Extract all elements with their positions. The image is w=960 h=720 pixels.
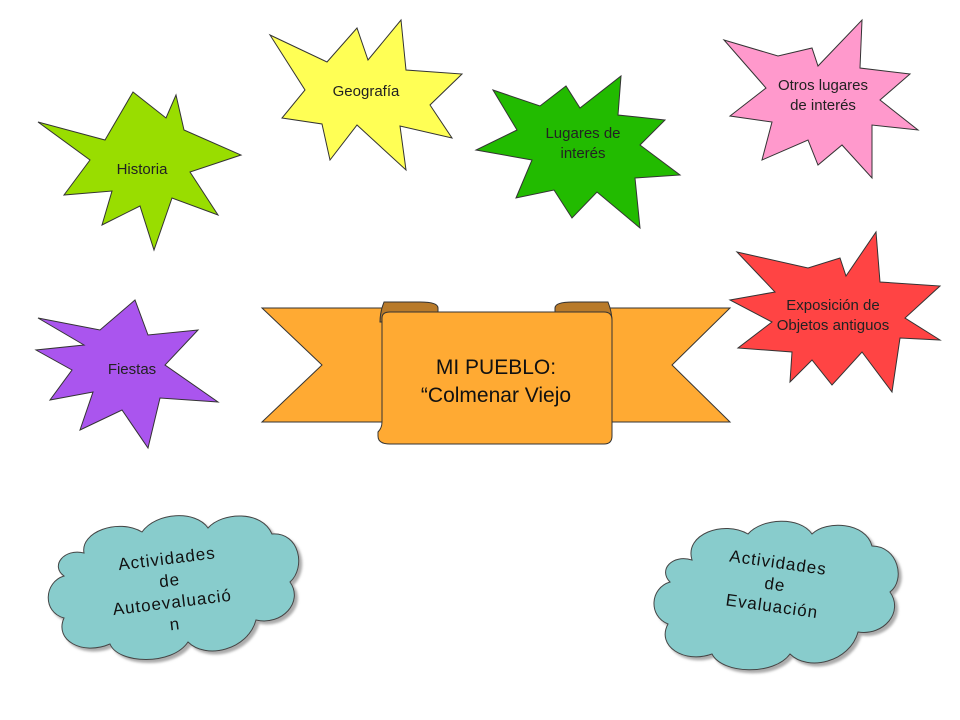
label-line: Historia [116,161,168,178]
banner-center-panel [377,311,613,445]
burst-exposicion [728,230,942,394]
burst-geografia [268,18,464,172]
label-line: Fiestas [107,361,157,378]
banner-title: MI PUEBLO: “Colmenar Viejo [380,354,612,410]
label-autoevaluacion: Actividades de Autoevaluació n [91,539,251,645]
label-exposicion: Exposición de Objetos antiguos [758,296,908,336]
burst-historia [37,91,243,252]
banner-title-line: MI PUEBLO: [435,356,557,379]
label-line: Otros lugares [777,77,869,94]
label-geografia: Geografía [316,82,416,102]
label-fiestas: Fiestas [82,360,182,380]
label-historia: Historia [92,160,192,180]
label-line: Lugares de [545,125,621,142]
cloud-evaluacion [653,520,899,671]
label-line: interés [560,145,606,162]
label-otros: Otros lugares de interés [758,76,888,116]
label-line: de interés [790,97,856,114]
banner-title-line: “Colmenar Viejo [420,384,572,407]
cloud-autoevaluacion [47,515,300,660]
center-banner [260,301,732,445]
burst-lugares [474,74,682,230]
label-line: Exposición de [786,297,880,314]
label-line: Objetos antiguos [776,317,890,334]
burst-fiestas [34,299,220,450]
label-lugares: Lugares de interés [528,124,638,164]
label-line: Geografía [332,83,400,100]
burst-otros [722,18,920,180]
